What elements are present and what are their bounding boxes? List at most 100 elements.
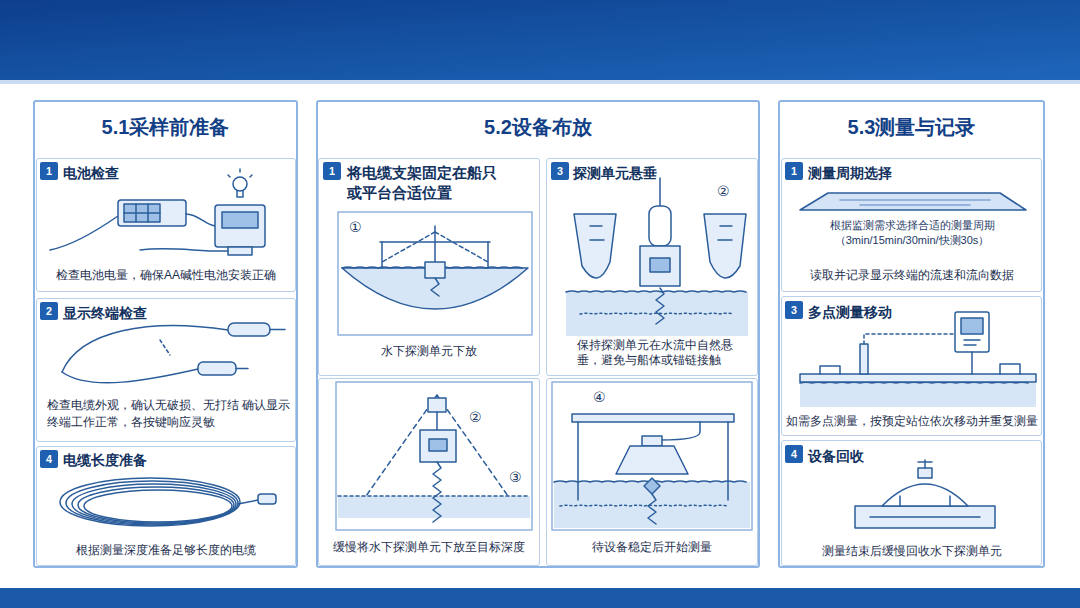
step-heading: 将电缆支架固定在船只或平台合适位置 [347, 163, 507, 204]
illustrations [50, 169, 1036, 530]
terminal-screen [961, 318, 983, 334]
section-panel: 5.2设备布放将电缆支架固定在船只或平台合适位置水下探测单元下放1探测单元悬垂保… [316, 100, 760, 568]
dome-handle [918, 460, 932, 468]
probe-window [650, 258, 670, 272]
gantry-leg [578, 422, 728, 500]
terminal-bar [800, 193, 1026, 210]
cable-line [50, 216, 118, 250]
step-number: 3 [785, 301, 803, 319]
probe-window [429, 439, 447, 451]
probe-signal [648, 494, 656, 524]
step-heading: 多点测量移动 [808, 303, 1028, 322]
probe-signal [433, 462, 441, 522]
gantry-beam [572, 414, 734, 422]
cable-line [140, 249, 228, 252]
step-caption: 水下探测单元下放 [323, 343, 535, 360]
section-panel: 5.1采样前准备电池检查检查电池电量，确保AA碱性电池安装正确1显示终端检查检查… [33, 100, 298, 568]
callout-number: ③ [508, 470, 523, 484]
step-card: 电缆长度准备根据测量深度准备足够长度的电缆 4 [36, 446, 296, 566]
callout-number: ② [716, 184, 731, 198]
step-card: 待设备稳定后开始测量 [546, 378, 758, 566]
step-number-badge: 2 [40, 302, 58, 320]
terminal-stand [971, 352, 973, 374]
box-base [228, 247, 252, 255]
water-wave [560, 505, 728, 507]
plug-tip [236, 368, 248, 370]
probe-unit [425, 262, 445, 278]
cable-coil [60, 478, 240, 526]
bulb-rays [228, 169, 252, 197]
battery-box [215, 205, 265, 247]
image-frame [338, 212, 532, 335]
cable-end [238, 500, 258, 504]
step-caption: 保持探测单元在水流中自然悬垂，避免与船体或锚链接触 [577, 338, 741, 369]
probe-top [428, 398, 446, 412]
display-terminal [955, 312, 989, 352]
plug-connector [228, 323, 270, 336]
footer-band [0, 588, 1080, 608]
probe-signal [656, 288, 664, 324]
step-number-badge: 1 [40, 162, 58, 180]
step-number: 2 [40, 302, 58, 320]
bracket-post [434, 226, 436, 262]
cable-line [62, 369, 198, 383]
step-card: 电池检查检查电池电量，确保AA碱性电池安装正确1 [36, 158, 296, 292]
terminal-lines [840, 200, 990, 205]
step-number-badge: 4 [785, 445, 803, 463]
dome-knob [918, 468, 932, 478]
platform-post [860, 344, 868, 374]
boat-hull [574, 214, 616, 278]
cable-coil [72, 484, 236, 524]
platform-deck [800, 374, 1036, 382]
plug-connector [198, 362, 236, 375]
battery-pack [118, 200, 186, 226]
step-caption: 测量结束后缓慢回收水下探测单元 [786, 543, 1037, 560]
step-number-badge: 1 [785, 162, 803, 180]
step-card: 将电缆支架固定在船只或平台合适位置水下探测单元下放1 [318, 158, 540, 376]
boat-hull [704, 214, 746, 278]
step-number-badge: 3 [785, 301, 803, 319]
callout-number: ④ [592, 390, 607, 404]
step-number: 4 [40, 450, 58, 468]
bulb-icon [233, 177, 247, 191]
hang-cable [659, 178, 661, 206]
panel-grid [124, 204, 160, 222]
hang-cable [660, 422, 700, 440]
step-number-badge: 4 [40, 450, 58, 468]
step-caption: 根据测量深度准备足够长度的电缆 [41, 542, 291, 559]
step-card: 显示终端检查检查电缆外观，确认无破损、无打结 确认显示终端工作正常，各按键响应灵… [36, 298, 296, 442]
step-card: 缓慢将水下探测单元下放至目标深度 [318, 378, 540, 566]
deck-fitting [820, 364, 1020, 374]
step-caption: 检查电池电量，确保AA碱性电池安装正确 [41, 267, 291, 284]
battery-slot [222, 212, 258, 228]
section-heading: 5.2设备布放 [318, 114, 758, 140]
probe-sensor [644, 478, 660, 494]
step-heading: 显示终端检查 [63, 304, 283, 323]
step-card: 多点测量移动如需多点测量，按预定站位依次移动并重复测量3 [781, 296, 1042, 436]
inspection-mark [160, 340, 170, 355]
step-heading: 电缆长度准备 [63, 451, 283, 470]
probe-signal [431, 278, 439, 296]
probe-bell [616, 446, 688, 474]
step-number: 1 [785, 162, 803, 180]
step-caption: 待设备稳定后开始测量 [551, 539, 753, 556]
header-rule [0, 80, 1080, 84]
solar-panel [124, 204, 160, 222]
cable-coil [78, 487, 234, 523]
route-line [864, 334, 955, 344]
section-panel: 5.3测量与记录测量周期选择根据监测需求选择合适的测量周期 （3min/15mi… [778, 100, 1045, 568]
step-caption: 根据监测需求选择合适的测量周期 （3min/15min/30min/快测30s） [826, 218, 998, 248]
image-frame [336, 382, 532, 530]
recovery-dome [882, 484, 968, 506]
step-card: 测量周期选择根据监测需求选择合适的测量周期 （3min/15min/30min/… [781, 158, 1042, 292]
cable-coil [66, 481, 238, 525]
section-heading: 5.3测量与记录 [780, 114, 1043, 140]
probe-housing [420, 430, 456, 462]
plug-tip [270, 329, 285, 331]
cable-coil [84, 490, 232, 522]
header-band [0, 0, 1080, 80]
step-caption: 缓慢将水下探测单元下放至目标深度 [323, 539, 535, 556]
